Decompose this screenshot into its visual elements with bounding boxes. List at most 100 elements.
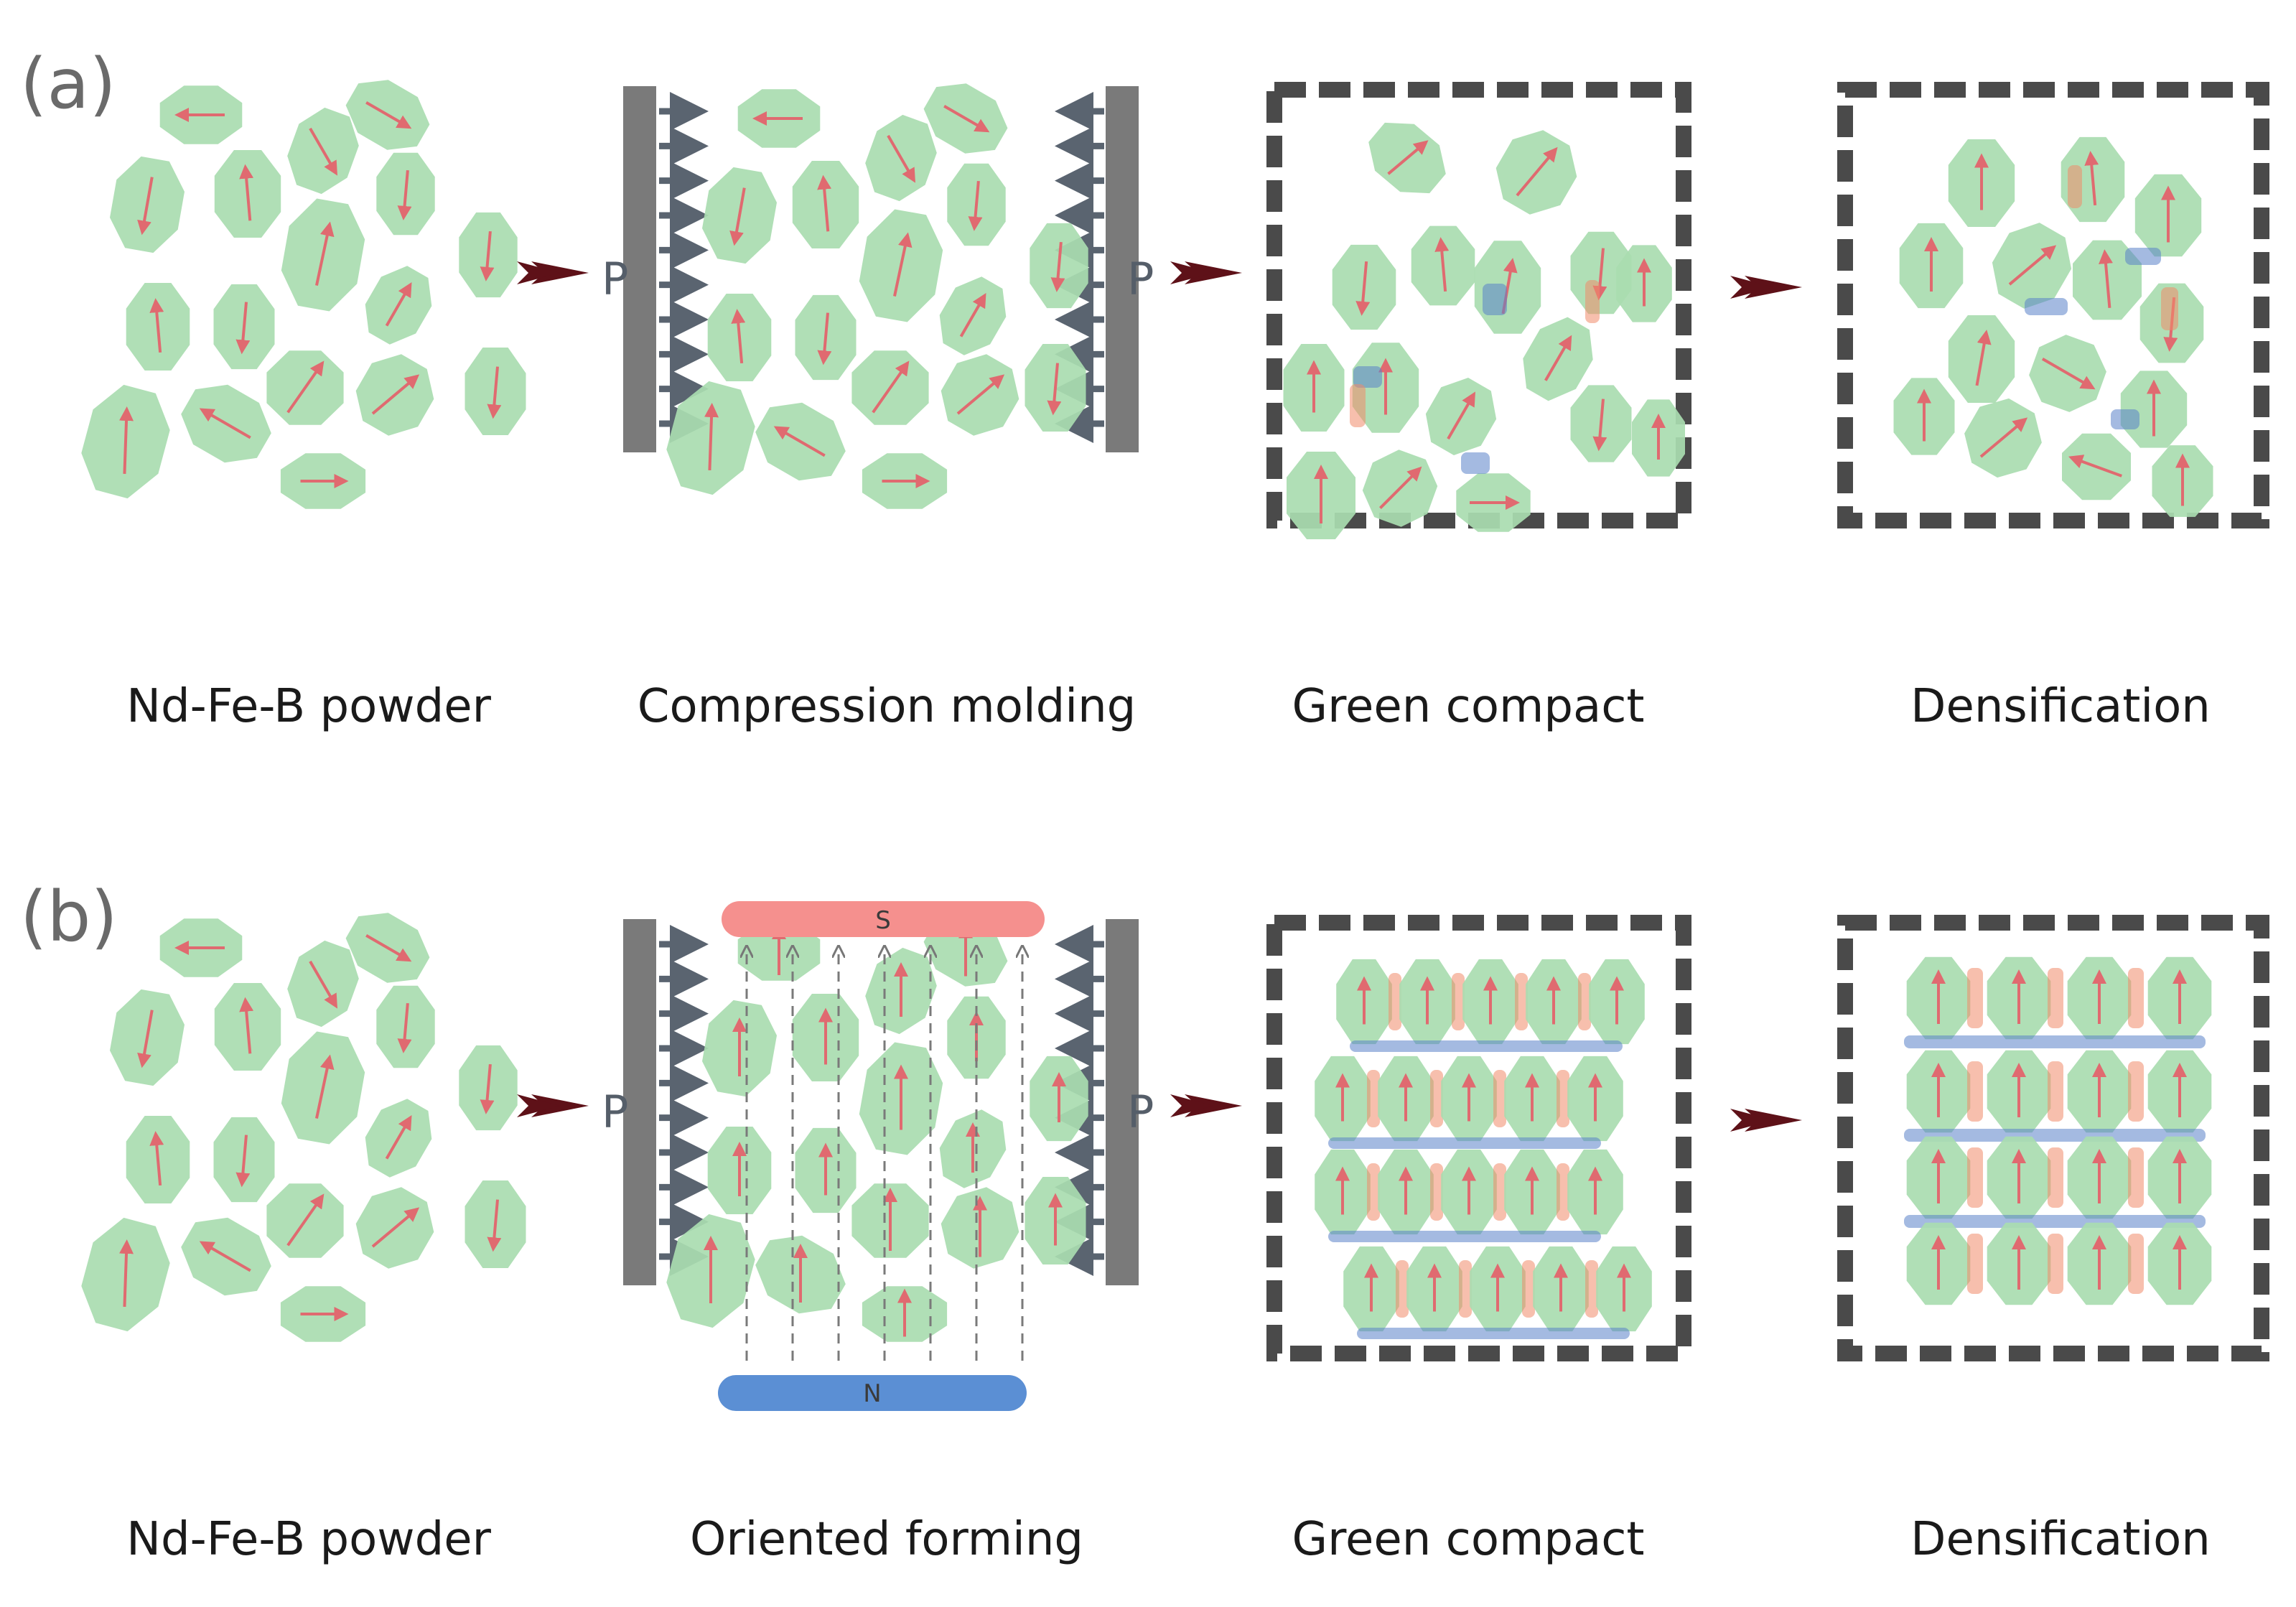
grain bbox=[862, 1286, 948, 1342]
press-plate-right bbox=[1106, 919, 1139, 1285]
magnetization-arrow-icon bbox=[956, 374, 1005, 415]
magnetization-arrow-icon bbox=[137, 1010, 154, 1068]
magnetization-arrow-icon bbox=[239, 997, 254, 1054]
grain bbox=[1336, 959, 1392, 1045]
magnetization-arrow-icon bbox=[487, 1199, 502, 1252]
grain bbox=[666, 1214, 755, 1328]
grain-interface bbox=[1483, 284, 1507, 315]
grain bbox=[865, 114, 937, 202]
magnetization-arrow-icon bbox=[2084, 151, 2099, 206]
stage-caption: Green compact bbox=[1292, 680, 1645, 733]
magnetization-arrow-icon bbox=[872, 360, 910, 414]
grain-interface bbox=[2128, 1234, 2144, 1294]
grain bbox=[939, 1109, 1007, 1188]
grain bbox=[1526, 959, 1582, 1045]
grain bbox=[287, 107, 359, 195]
magnetization-arrow-icon bbox=[1975, 330, 1992, 386]
grain-interface bbox=[1493, 1070, 1506, 1127]
grain bbox=[947, 163, 1006, 246]
grain bbox=[1570, 385, 1632, 462]
grain bbox=[1589, 959, 1645, 1045]
grain-interface bbox=[1389, 973, 1401, 1030]
magnetization-arrow-icon bbox=[286, 1193, 325, 1247]
grain-interface bbox=[1328, 1231, 1601, 1242]
magnetization-arrow-icon bbox=[371, 1207, 420, 1248]
grain bbox=[459, 212, 518, 298]
grain bbox=[666, 381, 755, 495]
magnetization-arrow-icon bbox=[729, 187, 746, 246]
magnetization-arrow-icon bbox=[235, 302, 251, 355]
grain bbox=[1406, 1246, 1462, 1332]
grain-interface bbox=[2161, 287, 2178, 330]
grain-interface bbox=[1430, 1070, 1443, 1127]
magnetization-arrow-icon bbox=[1447, 391, 1475, 440]
magnetization-arrow-icon bbox=[397, 1002, 412, 1053]
grain bbox=[1399, 959, 1455, 1045]
grain bbox=[365, 1099, 432, 1178]
magnetization-arrow-icon bbox=[2041, 358, 2096, 390]
grain bbox=[1504, 1149, 1560, 1235]
grain-interface bbox=[1515, 973, 1528, 1030]
grain bbox=[266, 1183, 344, 1258]
grain bbox=[1523, 317, 1593, 401]
grain bbox=[755, 1235, 846, 1314]
grain bbox=[213, 284, 275, 370]
grain bbox=[792, 161, 859, 248]
grain-interface bbox=[1557, 1070, 1569, 1127]
grain bbox=[159, 85, 243, 144]
grain bbox=[287, 940, 359, 1028]
magnetization-arrow-icon bbox=[1379, 466, 1422, 509]
magnetization-arrow-icon bbox=[199, 408, 251, 439]
grain bbox=[737, 89, 821, 148]
grain bbox=[1332, 244, 1396, 330]
grain bbox=[280, 453, 366, 509]
grain bbox=[2120, 371, 2188, 448]
grain bbox=[355, 354, 434, 436]
magnetization-arrow-icon bbox=[1047, 363, 1062, 416]
magnetization-arrow-icon bbox=[817, 174, 832, 232]
grain bbox=[1378, 1056, 1434, 1142]
process-arrow-icon bbox=[1730, 276, 1802, 299]
process-arrow-icon bbox=[1730, 1109, 1802, 1132]
grain-interface bbox=[1353, 366, 1382, 388]
magnetization-arrow-icon bbox=[239, 164, 254, 221]
grain bbox=[281, 1031, 365, 1145]
grain bbox=[2062, 433, 2131, 500]
grain-interface bbox=[1493, 1163, 1506, 1221]
grain bbox=[1315, 1149, 1371, 1235]
magnetization-arrow-icon bbox=[149, 1131, 164, 1186]
magnetization-arrow-icon bbox=[365, 101, 412, 129]
magnetization-arrow-icon bbox=[480, 1063, 495, 1114]
grain bbox=[266, 350, 344, 425]
grain bbox=[865, 947, 937, 1035]
magnetization-arrow-icon bbox=[235, 1135, 251, 1188]
magnetization-arrow-icon bbox=[731, 309, 746, 364]
stage-caption: Nd-Fe-B powder bbox=[126, 680, 491, 733]
grain-interface bbox=[2025, 298, 2068, 315]
magnetization-arrow-icon bbox=[1979, 417, 2028, 458]
grain-interface bbox=[1967, 968, 1983, 1028]
grain-interface bbox=[1585, 1260, 1598, 1318]
magnetization-arrow-icon bbox=[365, 934, 412, 962]
grain-interface bbox=[1522, 1260, 1535, 1318]
grain-interface bbox=[1967, 1147, 1983, 1208]
magnetization-arrow-icon bbox=[480, 230, 495, 281]
grain bbox=[376, 152, 435, 236]
grain bbox=[859, 209, 943, 322]
magnetization-arrow-icon bbox=[397, 169, 412, 220]
grain bbox=[2152, 445, 2213, 517]
magnetization-arrow-icon bbox=[385, 281, 412, 327]
panel-label: (b) bbox=[20, 877, 118, 957]
grain bbox=[1343, 1246, 1399, 1332]
grain bbox=[126, 1116, 190, 1203]
grain bbox=[1362, 450, 1438, 527]
grain bbox=[795, 294, 857, 381]
grain bbox=[923, 83, 1008, 154]
magnetization-arrow-icon bbox=[119, 1239, 134, 1308]
die-frame bbox=[1837, 82, 2269, 528]
magnetization-arrow-icon bbox=[309, 960, 338, 1009]
grain bbox=[110, 156, 185, 253]
grain bbox=[1987, 956, 2051, 1040]
